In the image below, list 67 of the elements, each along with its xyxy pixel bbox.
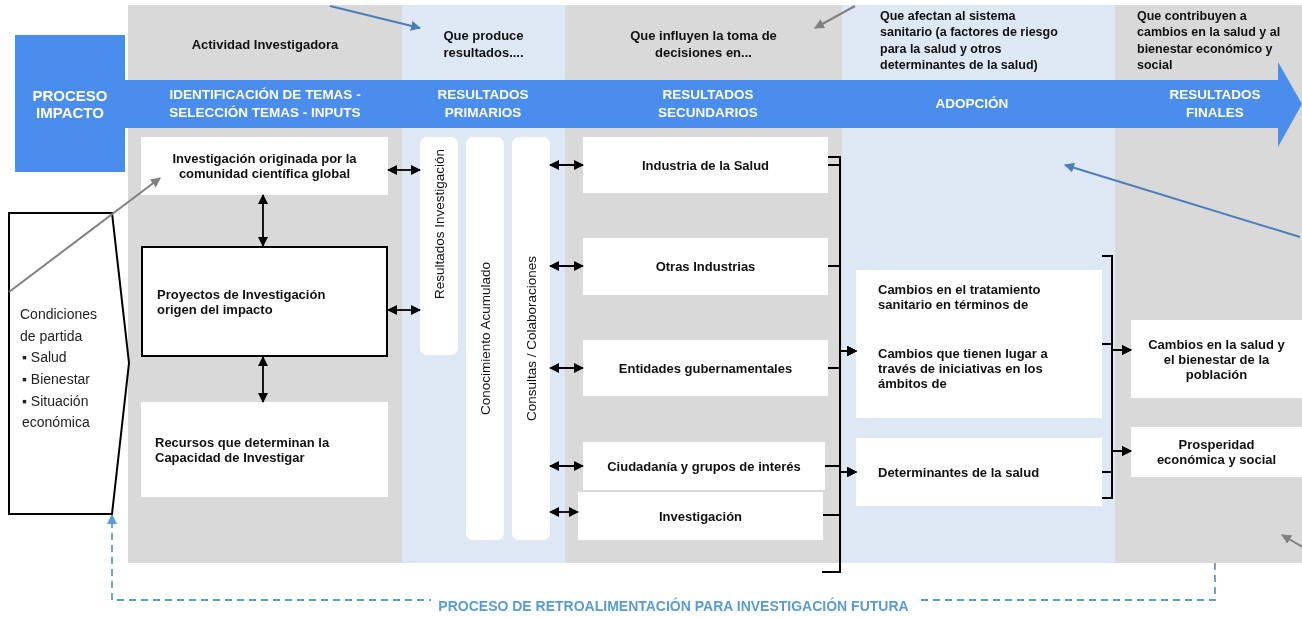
card-text: Prosperidad económica y social: [1155, 437, 1278, 467]
stage-label: RESULTADOS SECUNDARIOS: [657, 86, 759, 122]
arrow: [387, 305, 421, 315]
arrow: [549, 507, 579, 517]
bullet-item: ▪ Bienestar: [21, 370, 91, 390]
text-card: [856, 270, 1102, 418]
pointer-arrow: [329, 5, 421, 31]
arrow: [549, 461, 584, 471]
stage-label: IDENTIFICACIÓN DE TEMAS - SELECCIÓN TEMAS - INPUTS: [168, 86, 362, 122]
card-text: Industria de la Salud: [640, 157, 771, 173]
column-band: [402, 5, 565, 563]
vertical-bar: [512, 137, 550, 540]
card-text: Recursos que determinan la Capacidad de Investigar: [155, 434, 331, 465]
arrow: [258, 194, 268, 247]
arrow: [387, 165, 421, 175]
arrow: [549, 160, 584, 170]
text-card: [1131, 320, 1302, 398]
arrow: [549, 363, 584, 373]
card-text: Entidades gubernamentales: [617, 360, 794, 376]
stage-label: RESULTADOS PRIMARIOS: [436, 86, 530, 122]
feedback-arrow: [107, 514, 1216, 601]
card-text: Otras Industrias: [654, 259, 757, 274]
card-text: Investigación: [657, 508, 744, 524]
column-heading: Que produce resultados....: [442, 28, 525, 62]
column-heading: Que influyen la toma de decisiones en...: [629, 28, 778, 62]
text-card: [1131, 427, 1302, 477]
card-text: Cambios que tienen lugar a través de iniciativas en los ámbitos de: [878, 346, 1049, 391]
card-text: Determinantes de la salud: [878, 464, 1041, 480]
text-card: [141, 137, 388, 195]
column-heading: Que contribuyen a cambios en la salud y al bienestar económico y social: [1137, 8, 1282, 73]
edge-label: PROCESO DE RETROALIMENTACIÓN PARA INVESTIGACIÓN FUTURA: [430, 598, 917, 614]
column-band: [1115, 5, 1302, 563]
pointer-arrow: [1064, 162, 1301, 238]
pointer-arrow: [814, 5, 856, 29]
project-box: [141, 246, 388, 357]
pointer-arrow: [8, 177, 161, 293]
card-text: Proyectos de Investigación origen del impacto: [157, 286, 326, 317]
vertical-bar: [466, 137, 504, 540]
text-card: [583, 340, 828, 396]
process-label-box: [15, 35, 125, 172]
text-card: [583, 442, 825, 490]
text-card: [583, 137, 828, 193]
bullet-item: ▪ Situación económica: [21, 391, 91, 433]
heading-text: Condiciones de partida: [20, 305, 99, 346]
vertical-label: Resultados Investigación: [431, 149, 447, 300]
text-card: [141, 402, 388, 497]
text-card: [856, 438, 1102, 506]
column-band: [565, 5, 842, 563]
text-card: [578, 492, 823, 540]
card-text: Cambios en el tratamiento sanitario en términos de: [878, 282, 1042, 312]
arrow: [258, 356, 268, 403]
column-band: [128, 5, 402, 563]
card-text: Cambios en la salud y el bienestar de la población: [1147, 336, 1286, 382]
column-heading: Que afectan al sistema sanitario (a factores de riesgo para la salud y otros determinantes de la salud): [880, 8, 1059, 73]
vertical-label: Consultas / Colaboraciones: [523, 255, 539, 422]
arrow: [549, 261, 584, 271]
column-band: [842, 5, 1115, 563]
card-text: Investigación originada por la comunidad científica global: [171, 151, 358, 181]
card-text: Ciudadanía y grupos de interés: [606, 458, 802, 474]
vertical-bar: [420, 137, 458, 355]
stage-label: ADOPCIÓN: [934, 95, 1010, 113]
column-heading: Actividad Investigadora: [190, 36, 340, 54]
bullet-item: ▪ Salud: [21, 348, 68, 368]
vertical-label: Conocimiento Acumulado: [477, 261, 493, 416]
process-title: PROCESO IMPACTO: [31, 86, 109, 121]
stage-label: RESULTADOS FINALES: [1168, 86, 1262, 122]
text-card: [583, 238, 828, 295]
